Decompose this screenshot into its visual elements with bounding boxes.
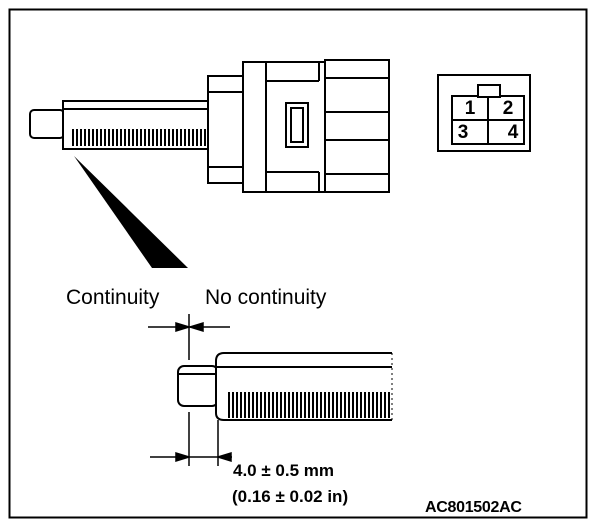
no-continuity-label: No continuity [205,286,327,309]
detail-thread-hatch [228,392,392,418]
connector-hood [324,59,390,193]
gap-imperial-label: (0.16 ± 0.02 in) [232,487,349,506]
figure-frame [8,8,588,519]
pin-4-label: 4 [507,122,519,143]
pin-3-label: 3 [457,122,469,143]
plunger-tip [29,109,65,139]
pin-2-label: 2 [502,98,514,119]
plunger-detail [177,352,393,421]
figure-code: AC801502AC [425,499,522,516]
pin-1-label: 1 [464,98,476,119]
continuity-label: Continuity [66,286,160,309]
gap-metric-label: 4.0 ± 0.5 mm [233,461,334,480]
connector-face [437,74,531,152]
detail-callout-pointer [74,156,188,268]
dimension-marks [148,314,232,466]
switch-side-view [29,59,390,193]
shaft-thread-hatch [70,129,208,146]
detail-plunger-end [177,365,219,407]
